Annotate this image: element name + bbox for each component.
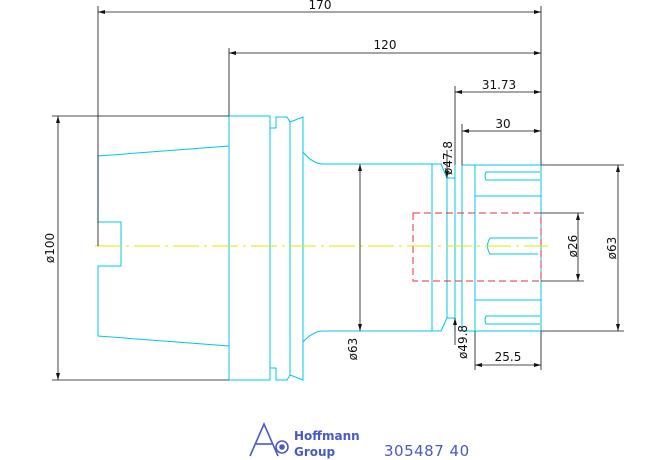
neck	[302, 151, 433, 343]
clamping-nut	[462, 164, 542, 332]
nut-slot-bottom	[484, 315, 540, 325]
dim-groove-diameter: ø49.8	[456, 325, 470, 359]
logo-line-1: Hoffmann	[294, 429, 360, 443]
dim-nut-length: 30	[495, 117, 510, 131]
hidden-bore	[412, 212, 542, 282]
tool-holder-outline	[97, 115, 542, 381]
dim-nut-width: 25.5	[495, 350, 522, 364]
logo-line-2: Group	[294, 445, 336, 459]
hidden-bore-lines	[412, 212, 542, 282]
dim-overall-length: 170	[309, 0, 332, 12]
dim-bore-diameter: ø26	[566, 235, 580, 258]
dim-flange-diameter: ø100	[43, 233, 57, 263]
taper-shank	[97, 116, 230, 380]
dim-flange-to-end: 120	[374, 38, 397, 52]
nut-slot-top	[484, 171, 540, 181]
dim-shank-diameter: ø63	[346, 338, 360, 361]
hoffmann-logo-icon	[249, 422, 289, 457]
hoffmann-logo: Hoffmann Group	[249, 422, 360, 459]
nut-center-slot	[487, 237, 538, 255]
collet-cone	[432, 163, 448, 332]
dim-nut-diameter: ø63	[605, 237, 619, 260]
dim-neck-diameter: ø47.8	[441, 141, 455, 175]
dimension-lines	[52, 6, 624, 381]
flange-body	[229, 115, 304, 381]
part-number: 305487 40	[384, 442, 470, 460]
dimension-arrows	[56, 10, 620, 380]
dim-collet-section: 31.73	[482, 78, 516, 92]
